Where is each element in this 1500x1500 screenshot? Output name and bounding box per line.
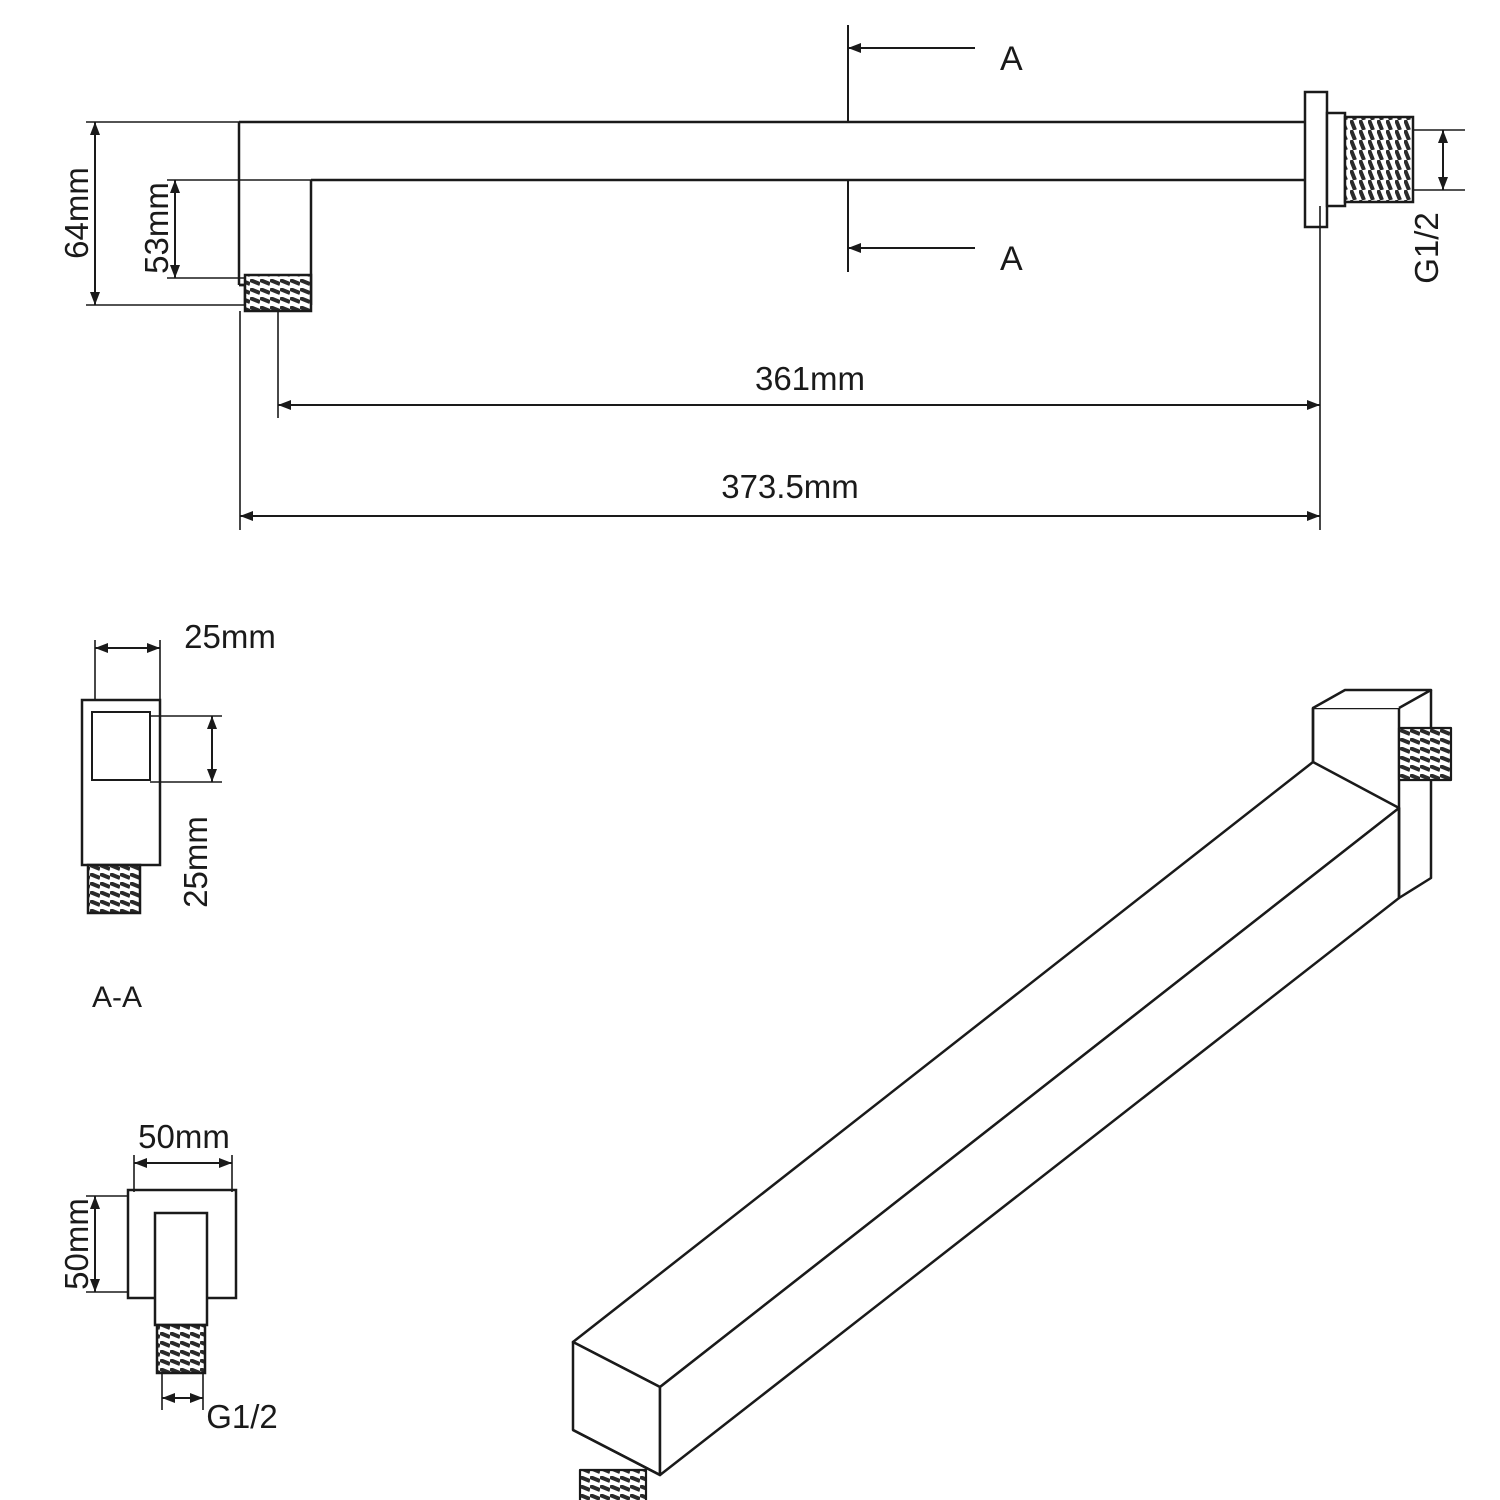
flange-thread: [155, 1323, 207, 1375]
outlet-thread: [243, 273, 313, 313]
dimension-25mm-width: 25mm: [94, 618, 276, 700]
dimension-64mm: 64mm: [58, 121, 245, 306]
dimension-361mm: 361mm: [277, 206, 1321, 418]
dimension-25mm-height-label: 25mm: [177, 816, 214, 908]
isometric-view: [571, 688, 1453, 1500]
dimension-inlet-thread-label: G1/2: [1408, 212, 1445, 284]
flange-tube: [153, 1211, 209, 1327]
iso-flange-thread: [1397, 726, 1453, 782]
dimension-50mm-width: 50mm: [133, 1118, 233, 1192]
wall-flange-plate: [1303, 90, 1329, 229]
dimension-50mm-height: 50mm: [58, 1195, 128, 1293]
section-mark-a-bottom: A: [847, 180, 1023, 278]
iso-arm-body: [571, 708, 1401, 1477]
flange-view: 50mm 50mm G1/2: [58, 1118, 278, 1435]
section-mark-a-bottom-label: A: [1000, 240, 1023, 278]
dimension-50mm-height-label: 50mm: [58, 1198, 95, 1290]
dimension-53mm-label: 53mm: [138, 182, 175, 274]
dimension-373-5mm: 373.5mm: [239, 311, 1321, 530]
iso-outlet: [572, 1428, 661, 1500]
section-aa-title: A-A: [92, 981, 142, 1014]
dimension-25mm-height: 25mm: [150, 715, 222, 908]
dimension-361mm-label: 361mm: [755, 360, 865, 397]
section-aa-thread: [86, 863, 142, 915]
dimension-flange-thread: G1/2: [161, 1373, 278, 1435]
arm-outline: [237, 120, 1305, 307]
dimension-373-5mm-label: 373.5mm: [721, 468, 859, 505]
section-mark-a-top-label: A: [1000, 40, 1023, 78]
dimension-25mm-width-label: 25mm: [184, 618, 276, 655]
inlet-thread: [1325, 111, 1415, 208]
dimension-64mm-label: 64mm: [58, 167, 95, 259]
dimension-50mm-width-label: 50mm: [138, 1118, 230, 1155]
top-side-elevation-view: 64mm 53mm G1/2 A A: [58, 25, 1465, 530]
section-mark-a-top: A: [847, 25, 1023, 122]
section-aa-view: 25mm 25mm A-A: [80, 618, 276, 1014]
dimension-flange-thread-label: G1/2: [206, 1398, 278, 1435]
section-aa-bore: [91, 711, 151, 781]
dimension-inlet-thread: G1/2: [1408, 129, 1465, 284]
dimension-53mm: 53mm: [138, 179, 311, 279]
